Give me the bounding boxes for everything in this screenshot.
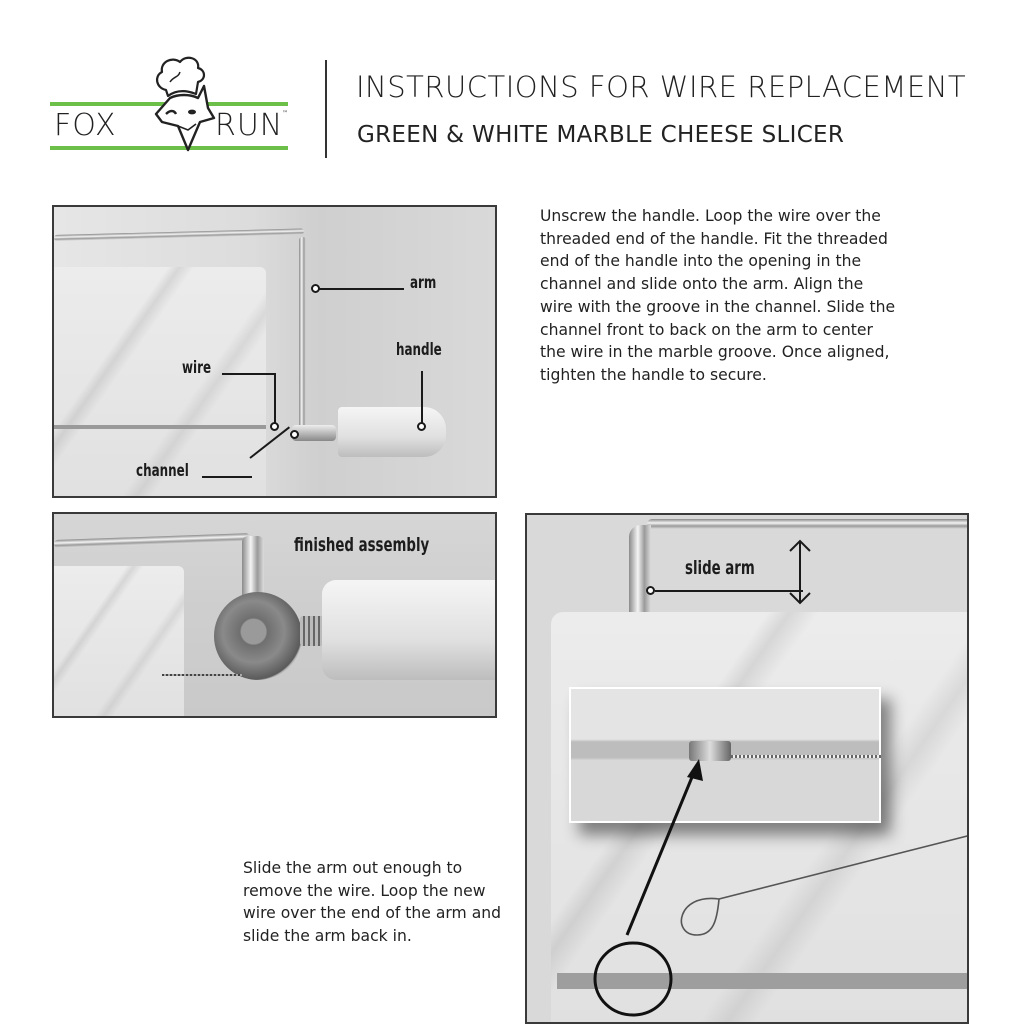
step-1-instructions: Unscrew the handle. Loop the wire over t… xyxy=(540,207,896,384)
wire xyxy=(162,674,242,676)
fox-run-logo: FOX RUN ™ xyxy=(48,52,292,162)
channel-part xyxy=(292,425,336,441)
page-subtitle: GREEN & WHITE MARBLE CHEESE SLICER xyxy=(357,122,845,148)
leader-line xyxy=(222,373,276,375)
leader-line xyxy=(274,373,276,425)
leader-line xyxy=(421,371,423,423)
callout-dot xyxy=(417,422,426,431)
logo-text-run: RUN xyxy=(213,108,284,143)
leader-line xyxy=(318,288,404,290)
marble-board xyxy=(54,267,266,496)
double-arrow-icon xyxy=(789,539,811,605)
handle-part xyxy=(338,407,446,457)
channel-part xyxy=(689,741,731,761)
page-title: INSTRUCTIONS FOR WIRE REPLACEMENT xyxy=(356,70,967,104)
wire-groove xyxy=(557,973,967,989)
handle-part xyxy=(322,580,495,680)
arm-top-bar xyxy=(54,228,304,241)
step-2-instructions: Slide the arm out enough to remove the w… xyxy=(243,859,502,946)
callout-slide-arm: slide arm xyxy=(685,557,755,579)
channel-disc xyxy=(214,592,302,680)
logo-text-fox: FOX xyxy=(54,108,119,143)
arm-top-bar xyxy=(647,519,967,529)
leader-line xyxy=(202,476,252,478)
marble-board xyxy=(54,566,184,716)
callout-handle: handle xyxy=(396,340,442,360)
callout-arm: arm xyxy=(410,273,437,293)
slide-arm-photo: slide arm xyxy=(525,513,969,1024)
fox-chef-icon xyxy=(154,56,216,152)
arm-top-bar xyxy=(54,533,251,548)
callout-channel: channel xyxy=(136,461,189,481)
parts-diagram-photo: arm handle wire channel xyxy=(52,205,497,498)
callout-wire: wire xyxy=(182,358,212,378)
trademark-symbol: ™ xyxy=(282,110,288,117)
finished-assembly-photo: finished assembly xyxy=(52,512,497,718)
groove-closeup-inset xyxy=(569,687,881,823)
arm-vertical-bar xyxy=(242,536,264,606)
callout-dot xyxy=(270,422,279,431)
callout-dot xyxy=(646,586,655,595)
callout-dot xyxy=(290,430,299,439)
header-divider xyxy=(325,60,327,158)
wire-groove xyxy=(54,425,266,429)
leader-line xyxy=(655,590,803,592)
twisted-wire xyxy=(731,755,881,758)
arm-vertical-bar xyxy=(629,525,651,615)
callout-dot xyxy=(311,284,320,293)
replacement-wire-icon xyxy=(680,835,967,936)
pointer-arrow-icon xyxy=(593,759,703,1017)
logo-accent-bar xyxy=(50,146,288,150)
screw xyxy=(300,616,324,646)
callout-finished-assembly: finished assembly xyxy=(294,534,430,556)
arm-vertical-bar xyxy=(299,237,306,432)
